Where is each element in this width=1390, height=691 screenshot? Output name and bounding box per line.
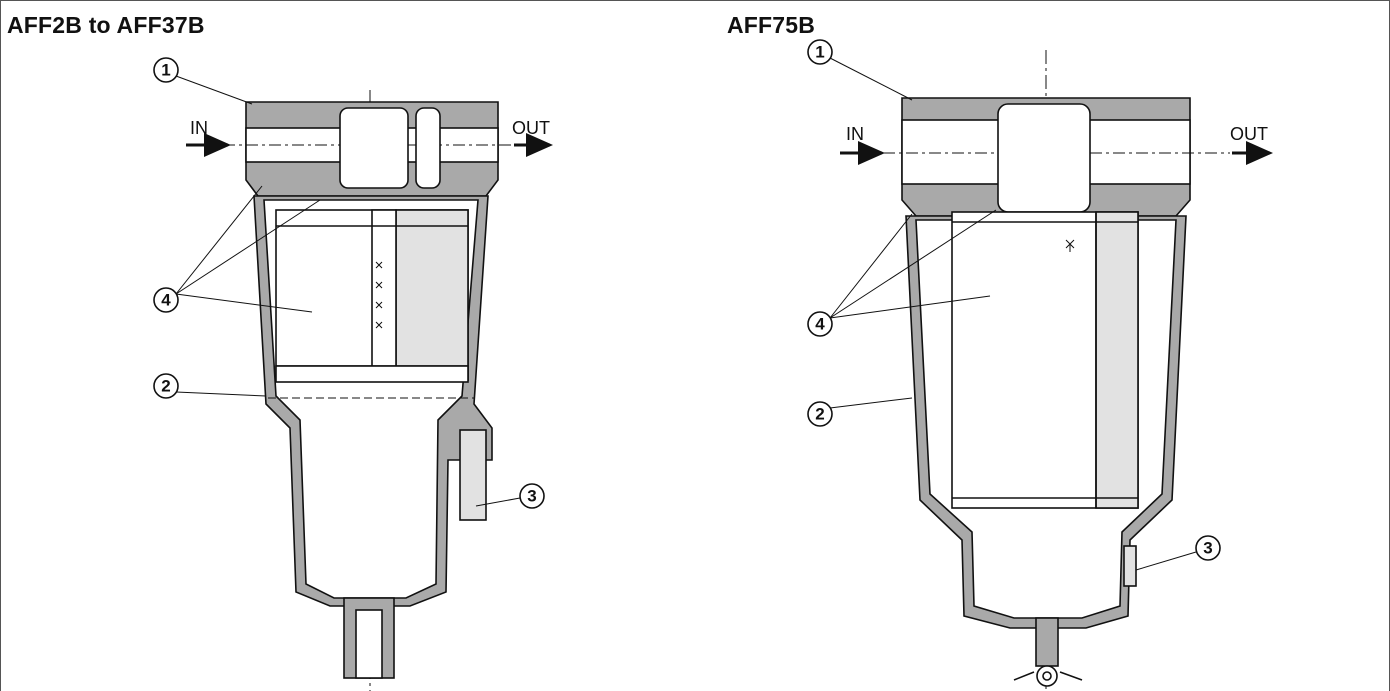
callout-3-aff2b: 3 bbox=[475, 483, 545, 509]
out-label-aff2b: OUT bbox=[512, 118, 550, 138]
svg-text:1: 1 bbox=[161, 61, 170, 80]
filter-aff2b-drawing bbox=[200, 90, 540, 691]
in-label-aff2b: IN bbox=[190, 118, 208, 138]
figure-title-aff2b: AFF2B to AFF37B bbox=[7, 12, 205, 38]
svg-text:3: 3 bbox=[527, 487, 536, 506]
figure-title-aff75b: AFF75B bbox=[727, 12, 816, 38]
in-label-aff75b: IN bbox=[846, 124, 864, 144]
svg-text:4: 4 bbox=[815, 315, 825, 334]
callout-4-aff2b: 4 bbox=[153, 185, 321, 313]
callout-2-aff2b: 2 bbox=[153, 373, 267, 399]
callout-4-aff75b: 4 bbox=[807, 209, 997, 337]
svg-text:2: 2 bbox=[161, 377, 170, 396]
filter-aff75b-drawing bbox=[860, 50, 1230, 691]
callout-1-aff2b: 1 bbox=[153, 57, 253, 105]
out-label-aff75b: OUT bbox=[1230, 124, 1268, 144]
callout-1-aff75b: 1 bbox=[807, 39, 913, 101]
callout-3-aff75b: 3 bbox=[1135, 535, 1221, 571]
svg-text:3: 3 bbox=[1203, 539, 1212, 558]
svg-text:4: 4 bbox=[161, 291, 171, 310]
svg-text:2: 2 bbox=[815, 405, 824, 424]
svg-text:1: 1 bbox=[815, 43, 824, 62]
callout-2-aff75b: 2 bbox=[807, 397, 913, 427]
